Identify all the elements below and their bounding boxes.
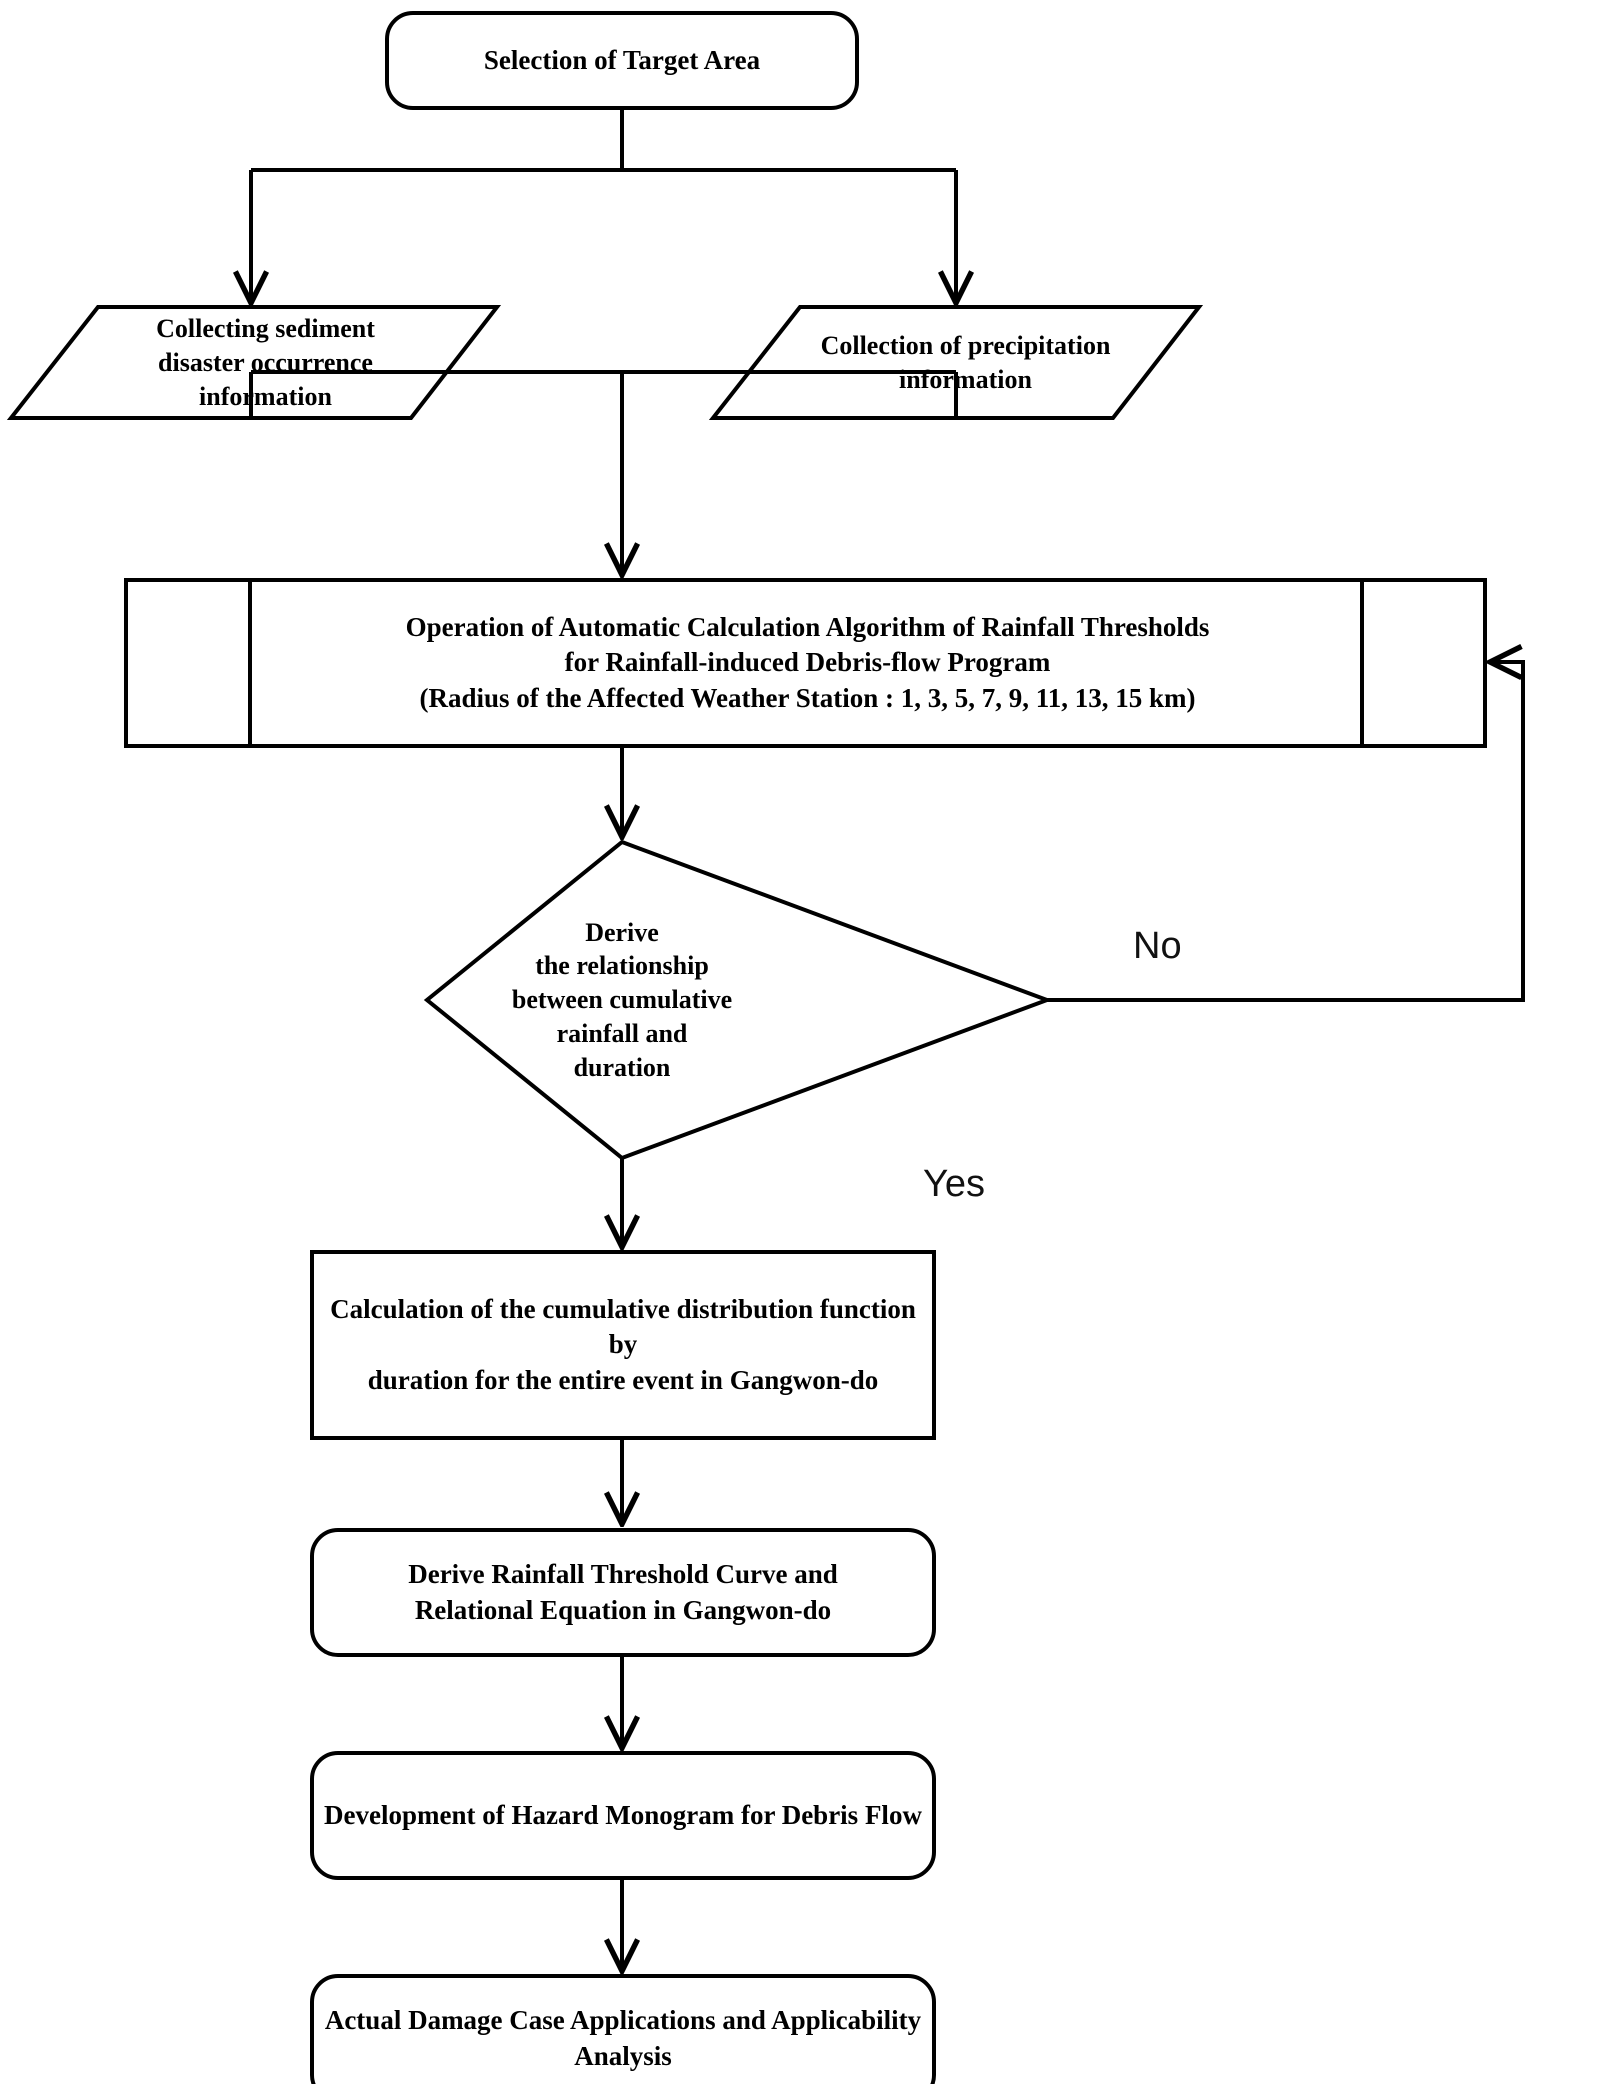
node-target-area-shape: [385, 11, 859, 110]
node-threshold-curve-shape: [310, 1528, 936, 1657]
node-cdf-shape: [310, 1250, 936, 1440]
node-damage-case-shape: [310, 1974, 936, 2084]
connector-decision-no: [1047, 662, 1525, 1002]
node-decision-shape: [423, 839, 1053, 1161]
node-sediment-info-shape: [6, 305, 502, 420]
branch-label-no: No: [1133, 925, 1182, 967]
node-hazard-monogram-shape: [310, 1751, 936, 1880]
node-precipitation-info-shape: [708, 305, 1204, 420]
node-algorithm-shape: [124, 578, 1487, 748]
branch-label-yes: Yes: [923, 1163, 985, 1205]
